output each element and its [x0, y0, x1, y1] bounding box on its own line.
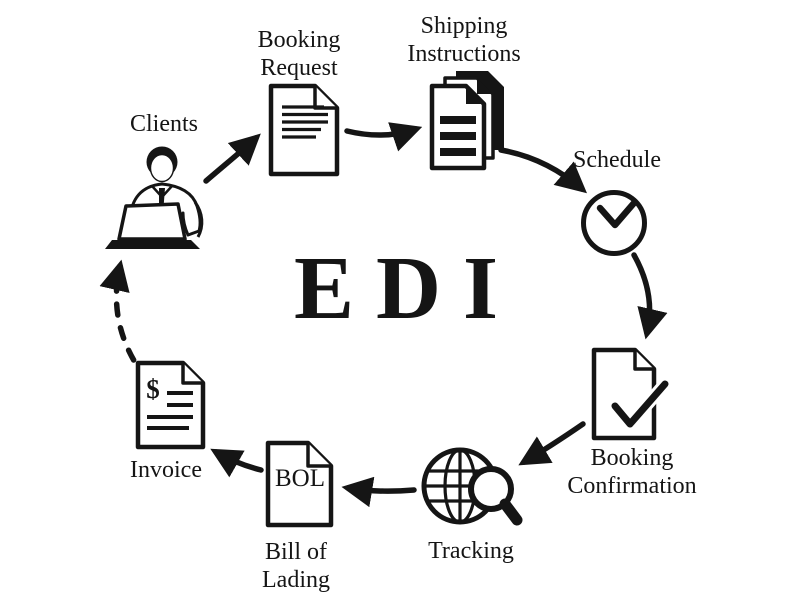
document-icon	[266, 82, 342, 178]
invoice-label: Invoice	[130, 457, 202, 483]
arrow-invoice-to-clients-dashed	[99, 259, 150, 383]
shipping-instructions-label: Shipping Instructions	[407, 12, 520, 68]
arrow-schedule-to-booking-confirmation	[631, 252, 668, 340]
booking-confirmation-label-line2: Confirmation	[567, 473, 697, 499]
bill-of-lading-label: Bill of Lading	[262, 538, 330, 594]
diagram-title: EDI	[294, 239, 521, 338]
clock-icon	[577, 186, 651, 260]
booking-request-label: Booking Request	[258, 26, 341, 82]
arrow-bol-to-invoice	[210, 448, 264, 478]
shipping-instructions-label-line1: Shipping	[420, 13, 508, 39]
booking-request-label-line1: Booking	[257, 27, 341, 53]
shipping-instructions-label-line2: Instructions	[407, 41, 521, 67]
arrow-booking-confirmation-to-tracking	[518, 421, 586, 466]
tracking-label: Tracking	[428, 538, 514, 564]
bol-document-icon: BOL	[263, 439, 337, 529]
arrow-shipping-instructions-to-schedule	[498, 147, 588, 194]
bill-of-lading-label-line2: Lading	[262, 567, 330, 593]
booking-confirmation-label-line1: Booking	[590, 445, 674, 471]
schedule-label: Schedule	[573, 147, 661, 173]
invoice-document-icon: $	[132, 358, 210, 452]
booking-request-label-line2: Request	[260, 55, 338, 81]
bol-doc-text: BOL	[275, 465, 325, 492]
bill-of-lading-label-line1: Bill of	[264, 539, 328, 565]
arrow-tracking-to-bol	[341, 476, 417, 508]
invoice-dollar-symbol: $	[146, 374, 160, 404]
booking-confirmation-label: Booking Confirmation	[567, 444, 696, 500]
globe-magnifier-icon	[416, 438, 528, 535]
stacked-documents-icon	[424, 68, 516, 172]
document-check-icon	[588, 344, 684, 448]
arrow-clients-to-booking-request	[203, 133, 261, 184]
clients-label: Clients	[129, 111, 199, 137]
arrow-booking-request-to-shipping-instructions	[344, 122, 423, 152]
person-laptop-icon	[100, 136, 220, 258]
